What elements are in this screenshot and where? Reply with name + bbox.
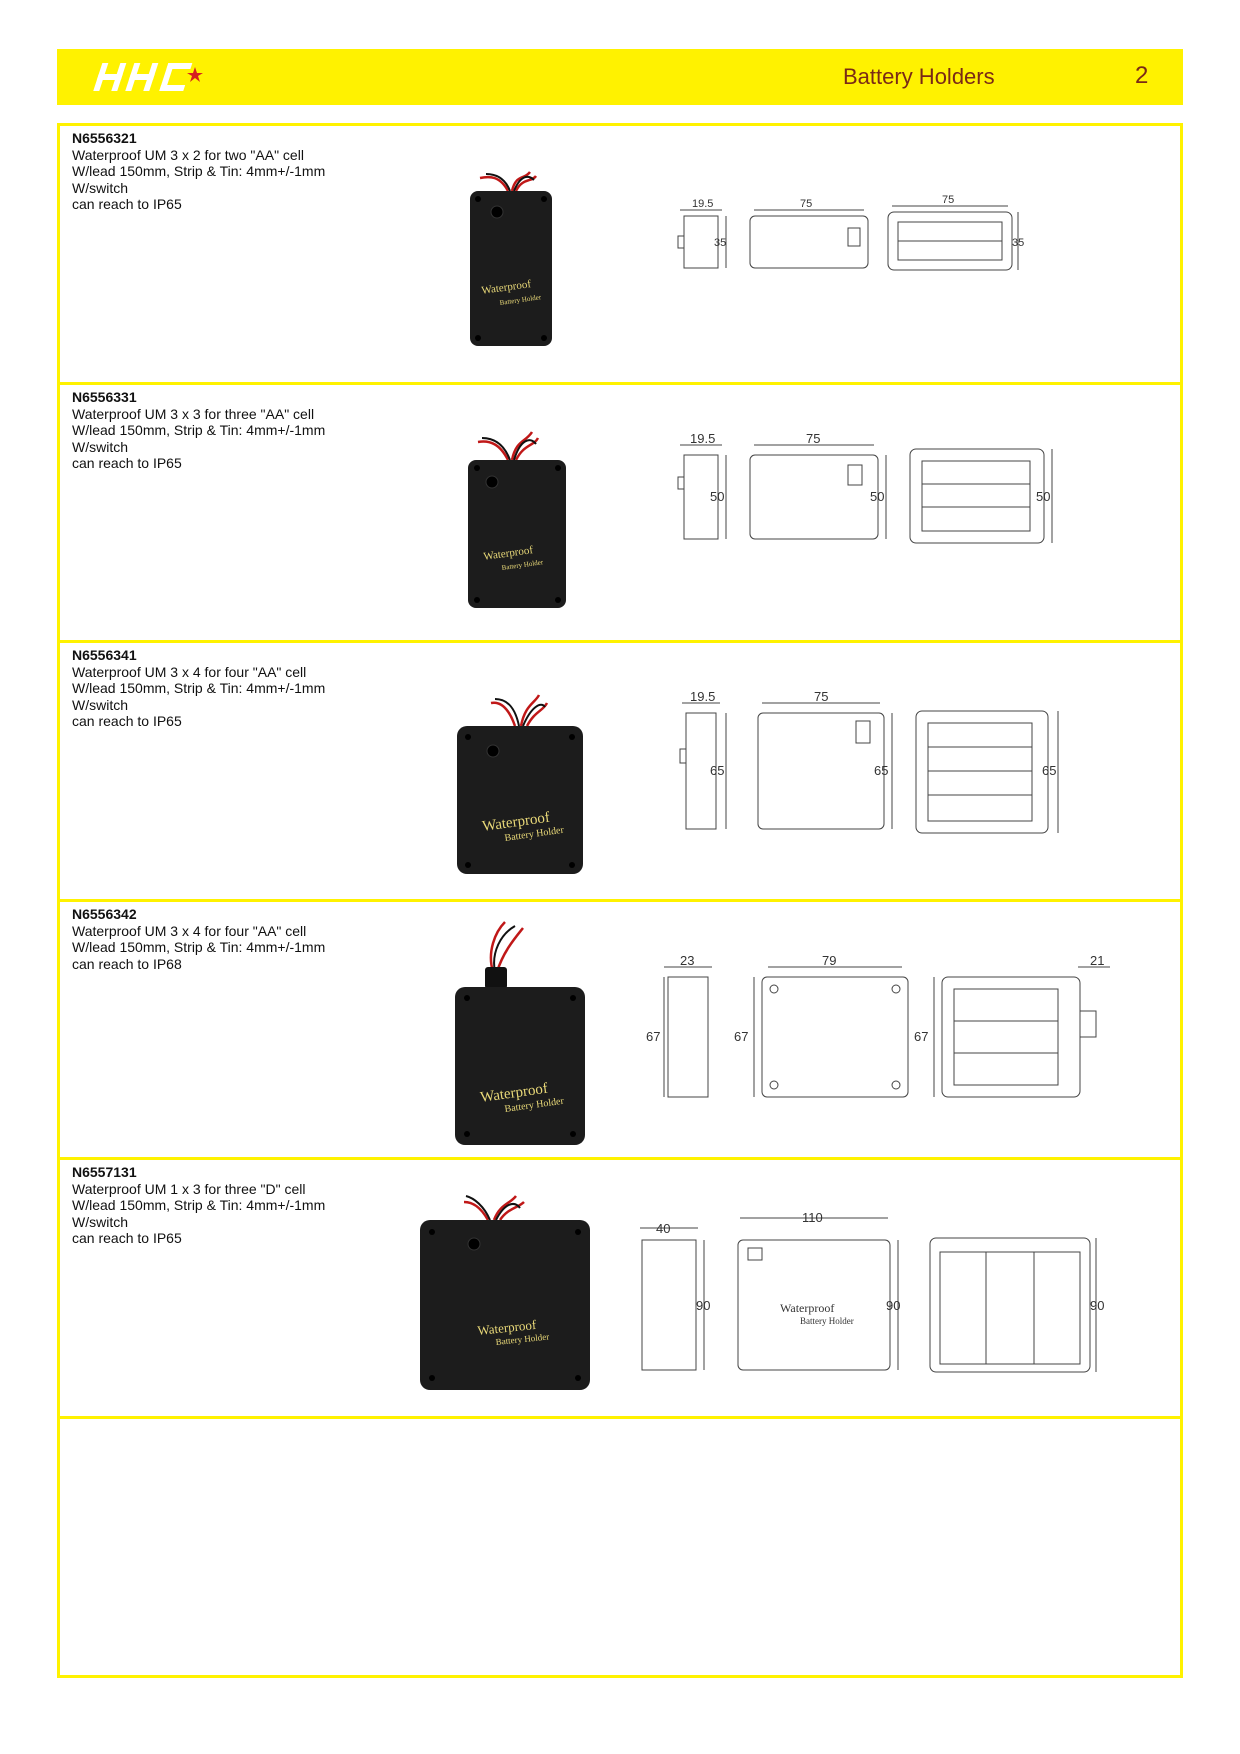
spec-line: W/lead 150mm, Strip & Tin: 4mm+/-1mm	[72, 1197, 326, 1213]
dimension-label: 67	[646, 1029, 660, 1044]
product-description: N6556321 Waterproof UM 3 x 2 for two "AA…	[72, 130, 325, 213]
spec-line: can reach to IP65	[72, 713, 182, 729]
product-row: N6557131 Waterproof UM 1 x 3 for three "…	[60, 1160, 1180, 1419]
spec-line: can reach to IP65	[72, 1230, 182, 1246]
spec-line: Waterproof UM 1 x 3 for three "D" cell	[72, 1180, 306, 1197]
hhc-logo	[93, 63, 203, 91]
spec-line: W/switch	[72, 1213, 128, 1230]
dimension-label: 90	[696, 1298, 710, 1313]
product-row: N6556341 Waterproof UM 3 x 4 for four "A…	[60, 643, 1180, 902]
dimension-drawings: 19.5 35 75 75 35	[677, 194, 1024, 271]
spec-line: W/lead 150mm, Strip & Tin: 4mm+/-1mm	[72, 939, 326, 955]
dimension-label: 75	[800, 198, 812, 210]
product-photo: Waterproof Battery Holder	[455, 921, 585, 1145]
dimension-drawings: 23 67 79 67 67 21	[646, 953, 1110, 1098]
spec-line: W/switch	[72, 438, 128, 455]
dimension-label: 65	[1042, 763, 1056, 778]
dimension-label: 67	[914, 1029, 928, 1044]
dimension-label: 50	[1036, 489, 1050, 504]
dimension-drawings: 40 90 110 90 90 Waterproof Battery Holde…	[640, 1210, 1104, 1373]
dimension-label: 110	[802, 1210, 823, 1225]
dimension-label: 35	[714, 237, 726, 249]
photo-label: Waterproof	[477, 1317, 538, 1338]
product-table: N6556321 Waterproof UM 3 x 2 for two "AA…	[57, 123, 1183, 1678]
spec-line: Waterproof UM 3 x 3 for three "AA" cell	[72, 405, 315, 422]
product-photo: Waterproof Battery Holder	[420, 1195, 590, 1390]
dimension-label: 19.5	[690, 431, 715, 446]
product-code: N6557131	[72, 1164, 137, 1180]
dimension-label: 75	[942, 194, 954, 206]
spec-line: can reach to IP65	[72, 196, 182, 212]
header-bar: Battery Holders 2	[57, 49, 1183, 105]
product-row: N6556342 Waterproof UM 3 x 4 for four "A…	[60, 902, 1180, 1160]
product-code: N6556341	[72, 647, 137, 663]
spec-line: Waterproof UM 3 x 4 for four "AA" cell	[72, 922, 307, 939]
product-description: N6556341 Waterproof UM 3 x 4 for four "A…	[72, 647, 325, 730]
product-photo: Waterproof Battery Holder	[457, 694, 583, 874]
product-code: N6556342	[72, 906, 137, 922]
product-code: N6556321	[72, 130, 137, 146]
dimension-label: 75	[806, 431, 820, 446]
product-row: N6556331 Waterproof UM 3 x 3 for three "…	[60, 385, 1180, 643]
dimension-label: 50	[710, 489, 724, 504]
dimension-label: 21	[1090, 953, 1104, 968]
drawing-label: Waterproof	[780, 1301, 834, 1315]
dimension-label: 19.5	[690, 689, 715, 704]
spec-line: W/lead 150mm, Strip & Tin: 4mm+/-1mm	[72, 422, 326, 438]
spec-line: can reach to IP65	[72, 455, 182, 471]
dimension-label: 79	[822, 953, 836, 968]
product-photo: Waterproof Battery Holder	[468, 431, 566, 608]
product-description: N6557131 Waterproof UM 1 x 3 for three "…	[72, 1164, 325, 1247]
dimension-label: 90	[886, 1298, 900, 1313]
dimension-label: 35	[1012, 237, 1024, 249]
dimension-drawings: 19.5 65 75 65 65	[679, 689, 1059, 834]
page-number: 2	[1135, 62, 1149, 89]
spec-line: W/lead 150mm, Strip & Tin: 4mm+/-1mm	[72, 163, 326, 179]
spec-line: W/switch	[72, 179, 128, 196]
spec-line: Waterproof UM 3 x 2 for two "AA" cell	[72, 146, 304, 163]
dimension-label: 65	[874, 763, 888, 778]
dimension-label: 40	[656, 1221, 670, 1236]
product-photo: Waterproof Battery Holder	[470, 171, 552, 346]
spec-line: Waterproof UM 3 x 4 for four "AA" cell	[72, 663, 307, 680]
drawing-label: Battery Holder	[800, 1316, 854, 1326]
product-description: N6556331 Waterproof UM 3 x 3 for three "…	[72, 389, 325, 472]
dimension-label: 75	[814, 689, 828, 704]
dimension-label: 23	[680, 953, 694, 968]
empty-row	[60, 1419, 1180, 1675]
dimension-label: 50	[870, 489, 884, 504]
dimension-label: 65	[710, 763, 724, 778]
dimension-drawings: 19.5 50 75 50 50	[677, 431, 1053, 544]
document-title: Battery Holders	[843, 64, 995, 89]
product-row: N6556321 Waterproof UM 3 x 2 for two "AA…	[60, 126, 1180, 385]
spec-line: W/switch	[72, 696, 128, 713]
dimension-label: 19.5	[692, 198, 713, 210]
product-code: N6556331	[72, 389, 137, 405]
dimension-label: 90	[1090, 1298, 1104, 1313]
product-description: N6556342 Waterproof UM 3 x 4 for four "A…	[72, 906, 325, 972]
spec-line: can reach to IP68	[72, 955, 182, 972]
dimension-label: 67	[734, 1029, 748, 1044]
spec-line: W/lead 150mm, Strip & Tin: 4mm+/-1mm	[72, 680, 326, 696]
